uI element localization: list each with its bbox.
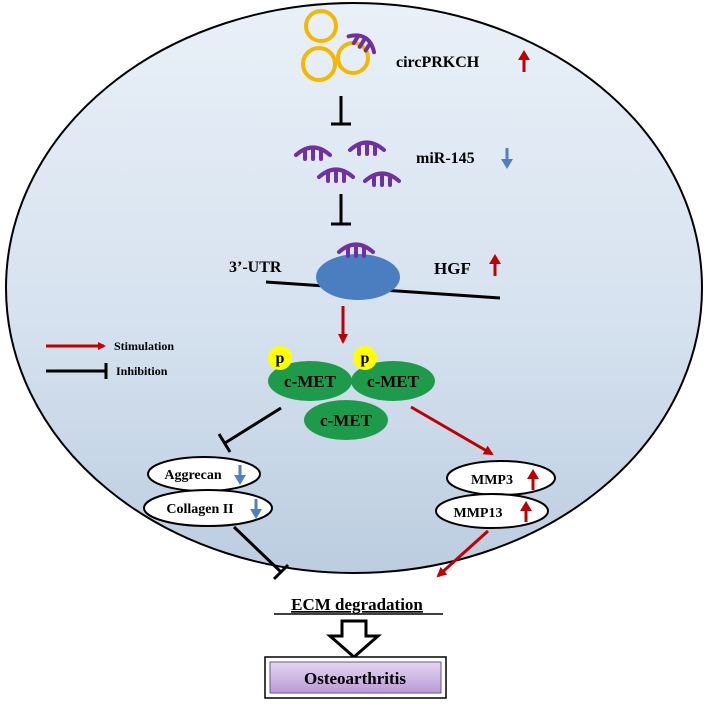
inhibition-collagen-to-ecm (232, 525, 290, 581)
mir145-label: miR-145 (416, 150, 475, 167)
aggrecan-label: Aggrecan (164, 468, 221, 483)
legend: Stimulation Inhibition (46, 339, 174, 379)
circprkch-label: circPRKCH (396, 54, 480, 71)
mmp13-up-arrow (520, 501, 532, 522)
hgf-blob (316, 254, 400, 300)
mirna-cluster (294, 140, 401, 187)
osteoarthritis-box: Osteoarthritis (264, 656, 447, 699)
utr-label: 3’-UTR (229, 259, 282, 276)
cmet-bottom (304, 400, 388, 440)
cmet-complex: c-MET c-MET c-MET p p (268, 346, 435, 440)
mmp13-node (435, 493, 549, 529)
legend-stimulation-label: Stimulation (114, 339, 174, 353)
collagen-label: Collagen II (166, 502, 233, 517)
mmp3-label: MMP3 (471, 473, 513, 488)
mir145-down-arrow (501, 148, 513, 169)
circprkch-up-arrow (518, 50, 530, 72)
cmet-bottom-label: c-MET (320, 411, 373, 430)
hollow-down-arrow (326, 619, 382, 659)
phospho-dot-left (268, 346, 292, 370)
aggrecan-down-arrow (234, 465, 246, 485)
cmet-left (268, 361, 352, 401)
cmet-right-label: c-MET (367, 372, 420, 391)
ecm-degradation-label: ECM degradation (291, 595, 423, 614)
legend-inhibition-label: Inhibition (116, 364, 168, 378)
hgf-label: HGF (434, 259, 471, 278)
collagen-node (143, 489, 273, 527)
inhibition-cmet-to-aggrecan (217, 406, 282, 453)
inhibition-mir-to-hgf (331, 194, 351, 226)
phospho-dot-right (353, 346, 377, 370)
mmp13-label: MMP13 (454, 506, 503, 521)
phospho-right-label: p (361, 350, 370, 367)
inhibition-circ-to-mir (331, 96, 351, 126)
stimulation-mmp-to-ecm (436, 529, 490, 578)
mirna-bound-hgf (337, 242, 375, 258)
hgf-up-arrow (489, 254, 501, 276)
stimulation-cmet-to-mmp (410, 405, 494, 456)
cmet-left-label: c-MET (284, 372, 337, 391)
cmet-right (351, 361, 435, 401)
mmp3-up-arrow (527, 469, 539, 490)
collagen-down-arrow (250, 499, 262, 519)
osteoarthritis-label: Osteoarthritis (304, 669, 406, 688)
phospho-left-label: p (276, 350, 285, 367)
mirna-glyph-bound (346, 33, 377, 55)
